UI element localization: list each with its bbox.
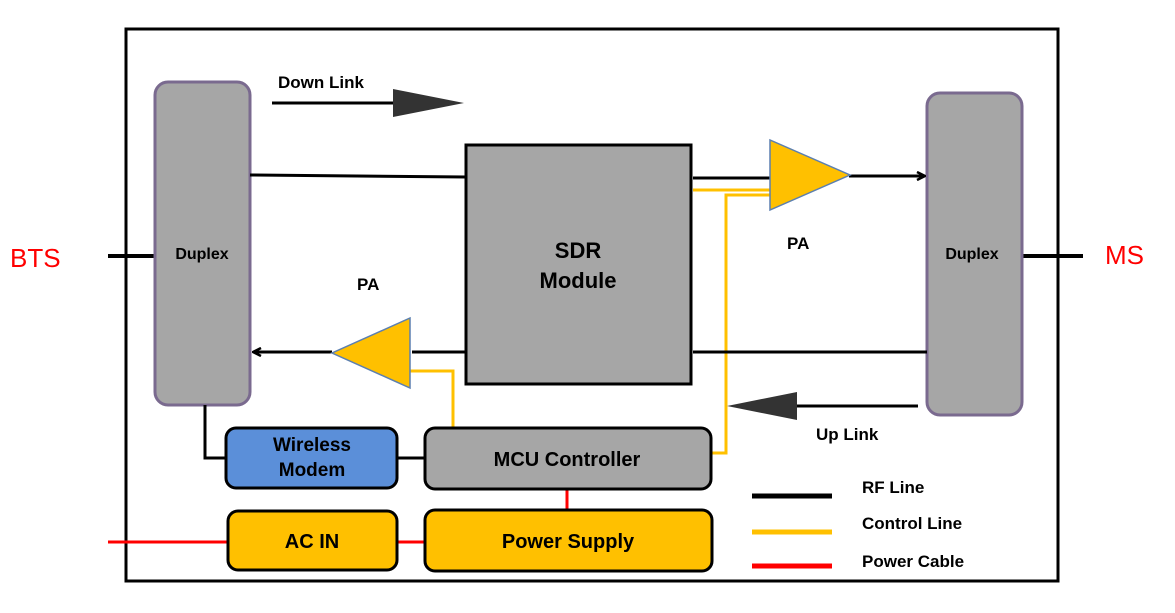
- wireless-modem-label-line2: Modem: [279, 460, 346, 481]
- wireless-modem-label-line1: Wireless: [273, 435, 351, 456]
- ac-in: [226, 509, 399, 572]
- sdr-module-label-line1: SDR: [555, 238, 602, 263]
- ms-label: MS: [1105, 240, 1144, 270]
- rf-line-duplex-to-wireless-modem: [203, 405, 226, 460]
- legend: RF Line Control Line Power Cable: [752, 478, 964, 571]
- control-line-mcu-to-pa-bottom: [410, 369, 455, 428]
- rf-line-duplex-to-sdr: [249, 173, 467, 179]
- up-link-label: Up Link: [816, 425, 879, 444]
- pa-bottom-label: PA: [357, 275, 379, 294]
- ac-in-label: AC IN: [285, 531, 339, 553]
- power-supply-label: Power Supply: [502, 531, 635, 553]
- duplex-right: [925, 91, 1024, 417]
- mcu-controller: [423, 426, 713, 491]
- power-supply: [423, 508, 714, 573]
- up-link-arrowhead-icon: [727, 392, 797, 420]
- pa-top-label: PA: [787, 234, 809, 253]
- duplex-right-label: Duplex: [945, 246, 998, 263]
- duplex-left-label: Duplex: [175, 246, 228, 263]
- mcu-controller-label: MCU Controller: [494, 449, 641, 471]
- duplex-left: [153, 80, 252, 407]
- pa-bottom-amplifier-icon: [330, 316, 411, 390]
- down-link-arrowhead-icon: [393, 89, 464, 117]
- control-line-mcu-to-pa-top: [711, 193, 770, 455]
- outer-frame: [124, 27, 1060, 583]
- pa-top-amplifier-icon: [769, 138, 852, 212]
- bts-label: BTS: [10, 243, 61, 273]
- sdr-module-label-line2: Module: [540, 268, 617, 293]
- legend-control-label: Control Line: [862, 514, 962, 533]
- down-link-label: Down Link: [278, 73, 364, 92]
- legend-rf-label: RF Line: [862, 478, 924, 497]
- legend-power-label: Power Cable: [862, 552, 964, 571]
- wireless-modem: [224, 426, 399, 490]
- sdr-module: [464, 143, 693, 386]
